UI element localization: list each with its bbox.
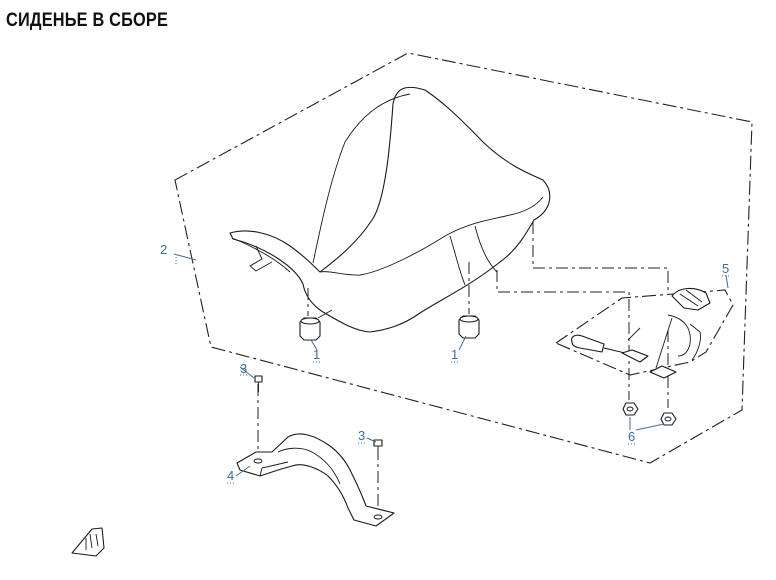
bolt-left	[254, 375, 263, 392]
front-direction-arrow-icon	[71, 527, 105, 557]
seat-cushion	[229, 86, 551, 333]
page-title: СИДЕНЬЕ В СБОРЕ	[6, 10, 169, 31]
nut-right	[660, 412, 677, 426]
rubber-bumper-left	[299, 317, 321, 341]
callout-2: 2	[160, 242, 167, 257]
rubber-bumper-right	[458, 315, 480, 339]
callout-3-right: 3	[358, 428, 365, 443]
callout-4: 4	[227, 468, 234, 483]
seat-bracket	[236, 433, 395, 527]
nut-left	[622, 402, 639, 416]
callout-3-left: 3	[240, 361, 247, 376]
bolt-right	[373, 439, 383, 456]
callout-1-right: 1	[451, 347, 458, 362]
callout-5: 5	[722, 261, 729, 276]
seat-lock-assembly	[554, 287, 734, 379]
callout-6: 6	[628, 429, 635, 444]
assembly-boundary	[174, 52, 753, 464]
callout-1-left: 1	[313, 347, 320, 362]
